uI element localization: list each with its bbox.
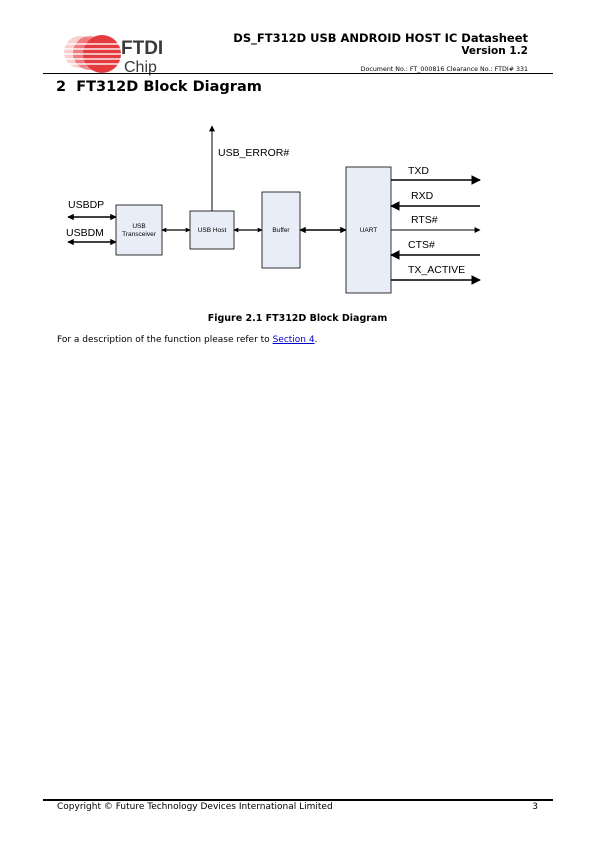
figure-caption: Figure 2.1 FT312D Block Diagram: [207, 313, 388, 324]
document-title: DS_FT312D USB ANDROID HOST IC Datasheet: [233, 31, 528, 45]
section-number: 2: [56, 79, 67, 95]
usb-host-label: USB Host: [198, 227, 227, 234]
logo-text-bottom: Chip: [124, 59, 157, 76]
body-paragraph: For a description of the function please…: [57, 335, 317, 345]
rts-label: RTS#: [411, 214, 438, 226]
transceiver-label-line1: USB: [132, 223, 145, 230]
uart-label: UART: [360, 227, 378, 234]
usbdm-label: USBDM: [66, 227, 104, 239]
copyright-notice: Copyright © Future Technology Devices In…: [57, 802, 333, 812]
body-text-after: .: [314, 335, 318, 345]
section-heading: 2 FT312D Block Diagram: [56, 79, 262, 95]
section-title: FT312D Block Diagram: [76, 79, 262, 95]
usb-transceiver-block: [115, 204, 163, 256]
ftdi-chip-logo: FTDI Chip: [60, 32, 172, 76]
body-text-before: For a description of the function please…: [57, 335, 273, 345]
usbdp-label: USBDP: [68, 199, 104, 211]
uart-block: [345, 166, 392, 294]
buffer-label: Buffer: [272, 227, 290, 234]
usb-host-block: [189, 210, 235, 250]
cts-label: CTS#: [408, 239, 435, 251]
footer-rule: [43, 799, 553, 801]
usb-error-label: USB_ERROR#: [218, 147, 289, 159]
tx-active-label: TX_ACTIVE: [408, 264, 465, 276]
transceiver-label-line2: Transceiver: [122, 231, 157, 238]
document-version: Version 1.2: [461, 45, 528, 57]
document-number: Document No.: FT_000816 Clearance No.: F…: [360, 66, 528, 73]
rxd-label: RXD: [411, 190, 434, 202]
header-rule: [43, 73, 553, 74]
txd-label: TXD: [408, 165, 429, 177]
logo-text-top: FTDI: [121, 38, 163, 59]
section-4-link[interactable]: Section 4: [272, 335, 315, 345]
block-diagram: USB_ERROR# USBDP USBDM USB Transceiver U…: [0, 110, 595, 310]
page-number: 3: [532, 802, 538, 812]
